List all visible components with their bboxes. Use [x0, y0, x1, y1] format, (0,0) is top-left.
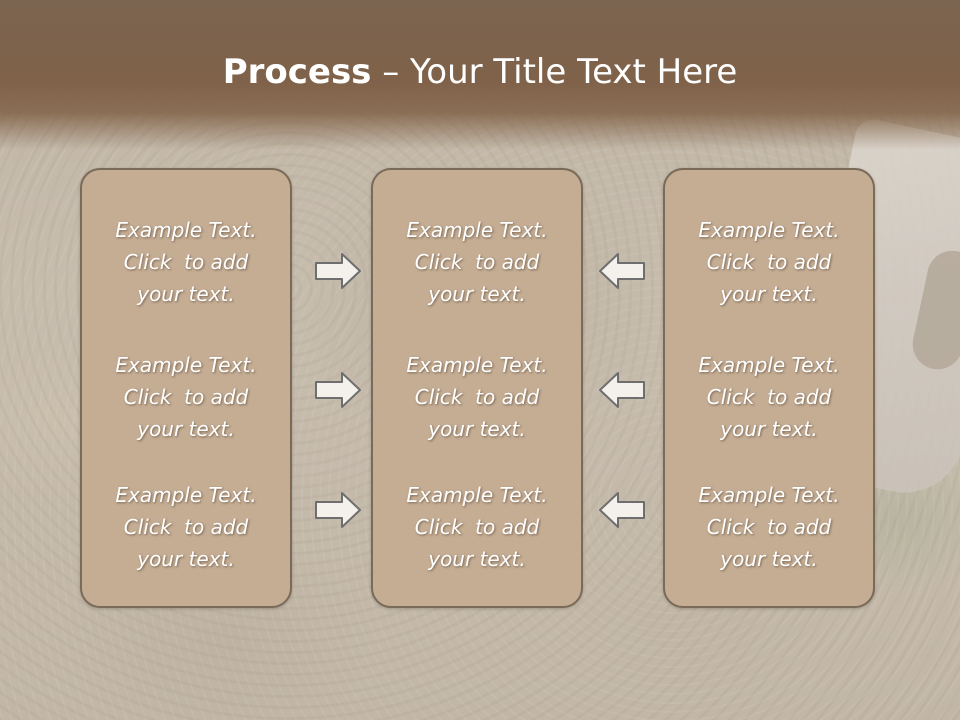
title-banner: [0, 0, 960, 150]
text-line: Example Text.: [698, 483, 840, 507]
arrow-left-icon: [599, 492, 645, 528]
text-line: Click to add: [414, 250, 540, 274]
panel-text-block[interactable]: Example Text. Click to add your text.: [82, 214, 290, 310]
text-line: Click to add: [706, 385, 832, 409]
text-line: your text.: [720, 282, 818, 306]
panel-text-block[interactable]: Example Text. Click to add your text.: [82, 349, 290, 445]
arrow-right-icon: [315, 253, 361, 289]
arrow-right-icon: [315, 492, 361, 528]
panel-text-block[interactable]: Example Text. Click to add your text.: [665, 214, 873, 310]
text-line: your text.: [428, 282, 526, 306]
panel-text-block[interactable]: Example Text. Click to add your text.: [665, 479, 873, 575]
arrow-right-icon: [315, 372, 361, 408]
arrow-left-icon: [599, 253, 645, 289]
text-line: Click to add: [123, 515, 249, 539]
title-rest: – Your Title Text Here: [371, 52, 738, 92]
arrow-left-icon: [599, 372, 645, 408]
text-line: Example Text.: [115, 483, 257, 507]
panel-text-block[interactable]: Example Text. Click to add your text.: [373, 214, 581, 310]
text-line: your text.: [720, 547, 818, 571]
text-line: your text.: [137, 417, 235, 441]
text-line: Example Text.: [698, 353, 840, 377]
text-line: Click to add: [706, 250, 832, 274]
panel-text-block[interactable]: Example Text. Click to add your text.: [665, 349, 873, 445]
text-line: Click to add: [123, 385, 249, 409]
text-line: your text.: [137, 282, 235, 306]
process-panel-left[interactable]: Example Text. Click to add your text. Ex…: [80, 168, 292, 608]
text-line: your text.: [137, 547, 235, 571]
process-panel-right[interactable]: Example Text. Click to add your text. Ex…: [663, 168, 875, 608]
text-line: Example Text.: [115, 353, 257, 377]
text-line: Click to add: [414, 385, 540, 409]
process-panel-center[interactable]: Example Text. Click to add your text. Ex…: [371, 168, 583, 608]
text-line: your text.: [428, 417, 526, 441]
panel-text-block[interactable]: Example Text. Click to add your text.: [373, 349, 581, 445]
text-line: Example Text.: [406, 483, 548, 507]
text-line: Click to add: [706, 515, 832, 539]
text-line: Example Text.: [406, 218, 548, 242]
panel-text-block[interactable]: Example Text. Click to add your text.: [82, 479, 290, 575]
text-line: Click to add: [414, 515, 540, 539]
slide-title[interactable]: Process – Your Title Text Here: [0, 52, 960, 92]
text-line: Click to add: [123, 250, 249, 274]
text-line: Example Text.: [406, 353, 548, 377]
title-bold: Process: [222, 52, 372, 92]
panel-text-block[interactable]: Example Text. Click to add your text.: [373, 479, 581, 575]
text-line: your text.: [428, 547, 526, 571]
text-line: Example Text.: [115, 218, 257, 242]
text-line: your text.: [720, 417, 818, 441]
text-line: Example Text.: [698, 218, 840, 242]
